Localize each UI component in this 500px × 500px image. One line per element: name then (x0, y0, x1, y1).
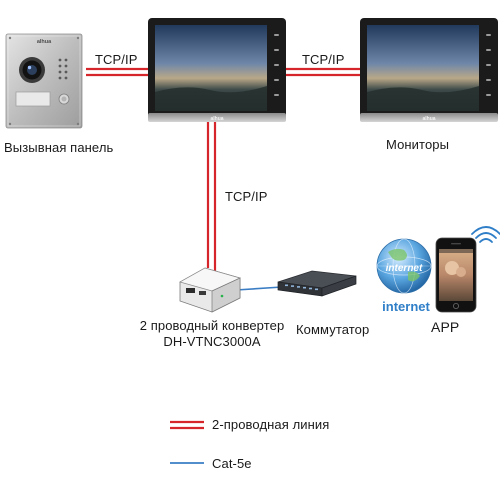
monitor-brand: alhua (422, 116, 435, 122)
two-wire-line-monitor-converter (206, 122, 217, 272)
monitor-icon (148, 18, 286, 122)
converter-label-line2: DH-VTNC3000A (163, 334, 261, 349)
network-switch-icon (277, 270, 357, 297)
door-station-label: Вызывная панель (4, 140, 114, 155)
monitor-brand: alhua (210, 116, 223, 122)
switch-label: Коммутатор (296, 322, 370, 337)
wifi-icon (471, 226, 500, 243)
tcpip-label-monitor-converter: TCP/IP (225, 189, 268, 204)
globe-icon (376, 238, 432, 294)
internet-label: internet (382, 299, 430, 314)
converter-box-icon (179, 267, 241, 313)
tcpip-label-monitor-monitor: TCP/IP (302, 52, 345, 67)
legend-two-wire-swatch (170, 420, 204, 430)
door-station-icon (5, 33, 83, 129)
app-label: APP (431, 319, 460, 335)
door-station-brand: alhua (37, 39, 52, 45)
two-wire-line-panel-monitor (86, 67, 148, 77)
tcpip-label-panel-monitor: TCP/IP (95, 52, 138, 67)
cat5e-line-converter-switch (235, 286, 283, 291)
converter-label-line1: 2 проводный конвертер (139, 318, 285, 333)
two-wire-line-monitor-monitor (286, 67, 360, 77)
legend-two-wire-label: 2-проводная линия (212, 417, 330, 432)
globe-text: internet (386, 263, 423, 274)
smartphone-icon (435, 237, 477, 313)
monitor-icon (360, 18, 498, 122)
monitors-label: Мониторы (386, 137, 450, 152)
legend-cat5e-label: Cat-5e (212, 456, 252, 471)
